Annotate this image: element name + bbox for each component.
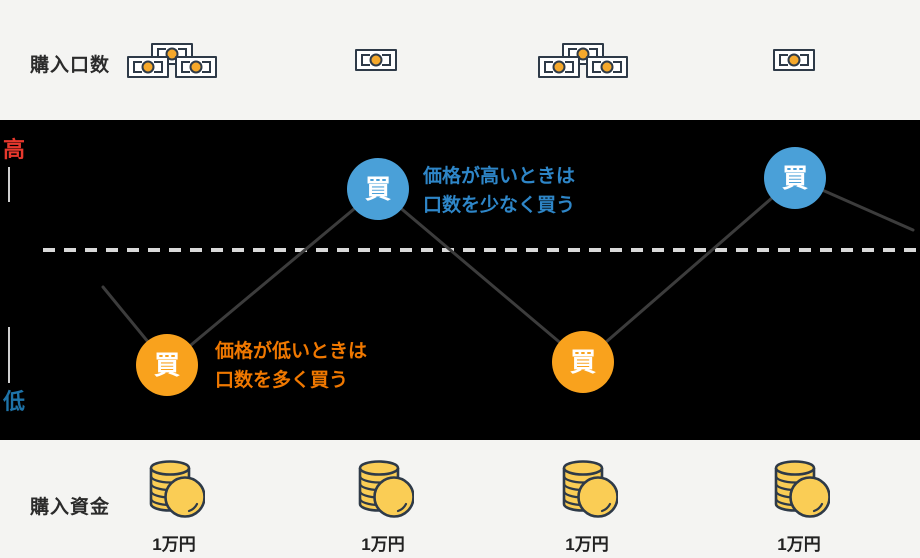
purchase-funds-row: 購入資金 1万円: [0, 440, 920, 558]
funds-column: 1万円: [338, 455, 428, 555]
annotation-line: 価格が低いときは: [215, 341, 368, 362]
buy-marker-high: 買: [764, 147, 826, 209]
coins-icon: [358, 460, 415, 518]
price-low-label: 低: [3, 389, 26, 414]
buy-marker-low: 買: [136, 334, 198, 396]
buy-marker-low: 買: [552, 331, 614, 393]
coins-icon: [149, 460, 206, 518]
banknote-group-3: [127, 43, 217, 78]
purchase-units-row: 購入口数: [0, 0, 920, 120]
annotation-line: 価格が高いときは: [423, 166, 576, 187]
funds-column: 1万円: [754, 455, 844, 555]
amount-label: 1万円: [777, 535, 821, 554]
purchase-units-label: 購入口数: [30, 55, 111, 76]
amount-label: 1万円: [565, 535, 609, 554]
banknote-group-3: [538, 43, 628, 78]
banknote-group-1: [773, 49, 815, 71]
banknote-icon: [773, 49, 815, 71]
amount-label: 1万円: [361, 535, 405, 554]
annotation-line: 口数を少なく買う: [423, 195, 576, 216]
axis-tick-bottom: [8, 327, 10, 383]
banknote-icon: [538, 56, 580, 78]
annotation-line: 口数を多く買う: [215, 370, 349, 391]
banknote-icon: [175, 56, 217, 78]
coins-icon: [562, 460, 619, 518]
high-price-annotation: 価格が高いときは 口数を少なく買う: [423, 162, 575, 220]
banknote-group-1: [355, 49, 397, 71]
banknote-icon: [127, 56, 169, 78]
banknote-icon: [355, 49, 397, 71]
axis-tick-top: [8, 167, 10, 202]
funds-column: 1万円: [542, 455, 632, 555]
amount-label: 1万円: [152, 535, 196, 554]
low-price-annotation: 価格が低いときは 口数を多く買う: [215, 337, 367, 395]
banknote-icon: [586, 56, 628, 78]
coins-icon: [774, 460, 831, 518]
buy-marker-high: 買: [347, 158, 409, 220]
price-chart-panel: 高 低 買 買 買 買 価格が高いときは 口数を少なく買う 価格が低いときは 口…: [0, 120, 920, 440]
price-high-label: 高: [3, 137, 26, 162]
banknote-stack-icon: [127, 43, 217, 78]
banknote-stack-icon: [538, 43, 628, 78]
funds-column: 1万円: [129, 455, 219, 555]
purchase-funds-label: 購入資金: [30, 497, 111, 518]
